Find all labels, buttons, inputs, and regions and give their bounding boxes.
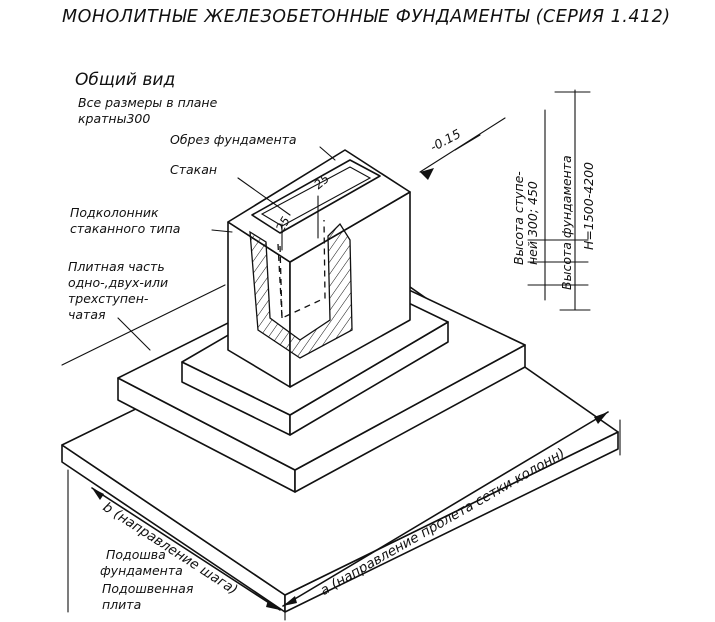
- leader-lines: [61, 146, 336, 366]
- general-view-heading: Общий вид: [75, 70, 176, 90]
- label-foundation-edge: Обрез фундамента: [170, 132, 297, 147]
- height-dimensions: [527, 89, 591, 311]
- label-foundation-sole-line1: Подошва: [106, 547, 166, 562]
- page-title: МОНОЛИТНЫЕ ЖЕЛЕЗОБЕТОННЫЕ ФУНДАМЕНТЫ (СЕ…: [62, 7, 671, 27]
- level-mark: [419, 117, 506, 180]
- glass-cutaway: [249, 195, 353, 359]
- label-slab-line4: чатая: [68, 307, 106, 322]
- general-view-note-line2: кратны300: [78, 111, 151, 126]
- label-foundation-sole-line2: фундамента: [100, 563, 183, 578]
- label-base-plate-line2: плита: [102, 597, 142, 612]
- foundation-height-line2: H=1500-4200: [581, 161, 596, 250]
- general-view-note-line1: Все размеры в плане: [78, 95, 218, 110]
- foundation-height-line1: Высота фундамента: [559, 155, 574, 290]
- label-slab-line3: трехступен-: [68, 291, 149, 306]
- label-column-base-line1: Подколонник: [70, 205, 159, 220]
- label-slab-line1: Плитная часть: [68, 259, 165, 274]
- step-height-line1: Высота ступе-: [511, 171, 526, 265]
- label-base-plate-line1: Подошвенная: [102, 581, 194, 596]
- step-height-line2: ней 300; 450: [525, 181, 540, 265]
- label-glass: Стакан: [170, 162, 218, 177]
- label-column-base-line2: стаканного типа: [70, 221, 181, 236]
- label-slab-line2: одно-,двух-или: [68, 275, 169, 290]
- plan-dimensions: [67, 411, 621, 621]
